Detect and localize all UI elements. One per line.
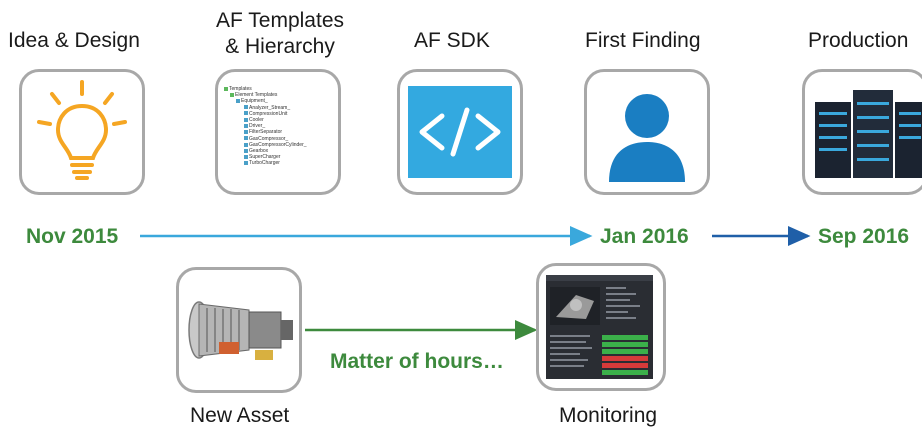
- tree-item: FilterSeparator: [224, 129, 307, 135]
- matter-of-hours-text: Matter of hours…: [330, 350, 504, 373]
- tree-item: CompressionUnit: [224, 111, 307, 117]
- new-asset-label: New Asset: [190, 404, 290, 427]
- tree-item: Cooler: [224, 117, 307, 123]
- tree-item: Analyzer_Stream_: [224, 105, 307, 111]
- new-asset-card: [176, 267, 302, 393]
- idea-card: [19, 69, 145, 195]
- stage-label-idea: Idea & Design: [8, 29, 140, 52]
- date-start: Nov 2015: [26, 225, 119, 248]
- stage-label-af-templates-1: AF Templates: [216, 9, 344, 32]
- production-card: [802, 69, 922, 195]
- tree-item: SuperCharger: [224, 154, 307, 160]
- tree-item: Gearbox: [224, 148, 307, 154]
- stage-label-af-sdk: AF SDK: [414, 29, 490, 52]
- monitoring-label: Monitoring: [559, 404, 658, 427]
- date-middle: Jan 2016: [600, 225, 689, 248]
- dashboard-preview: [546, 275, 653, 375]
- code-icon: [408, 86, 512, 178]
- first-finding-card: [584, 69, 710, 195]
- stage-label-af-templates-2: & Hierarchy: [225, 35, 335, 58]
- tree-item: Driver_: [224, 123, 307, 129]
- monitoring-dashboard: [546, 275, 653, 379]
- server-icon: [815, 90, 922, 178]
- tree-item: Element Templates: [224, 92, 307, 98]
- tree-item: Templates: [224, 86, 307, 92]
- tree-item: GasCompressorCylinder_: [224, 142, 307, 148]
- tree-item: TurboCharger: [224, 160, 307, 166]
- af-templates-card: Templates Element Templates Equipment_ A…: [215, 69, 341, 195]
- turbine-icon: [188, 301, 293, 360]
- tree-item: GasCompressor_: [224, 136, 307, 142]
- af-sdk-card: [397, 69, 523, 195]
- monitoring-card: [536, 263, 666, 391]
- stage-label-production: Production: [808, 29, 909, 52]
- stage-label-first-finding: First Finding: [585, 29, 701, 52]
- person-icon: [609, 94, 685, 182]
- tree-item: Equipment_: [224, 98, 307, 104]
- template-tree: Templates Element Templates Equipment_ A…: [224, 86, 307, 167]
- date-end: Sep 2016: [818, 225, 910, 248]
- lightbulb-icon: [37, 80, 127, 180]
